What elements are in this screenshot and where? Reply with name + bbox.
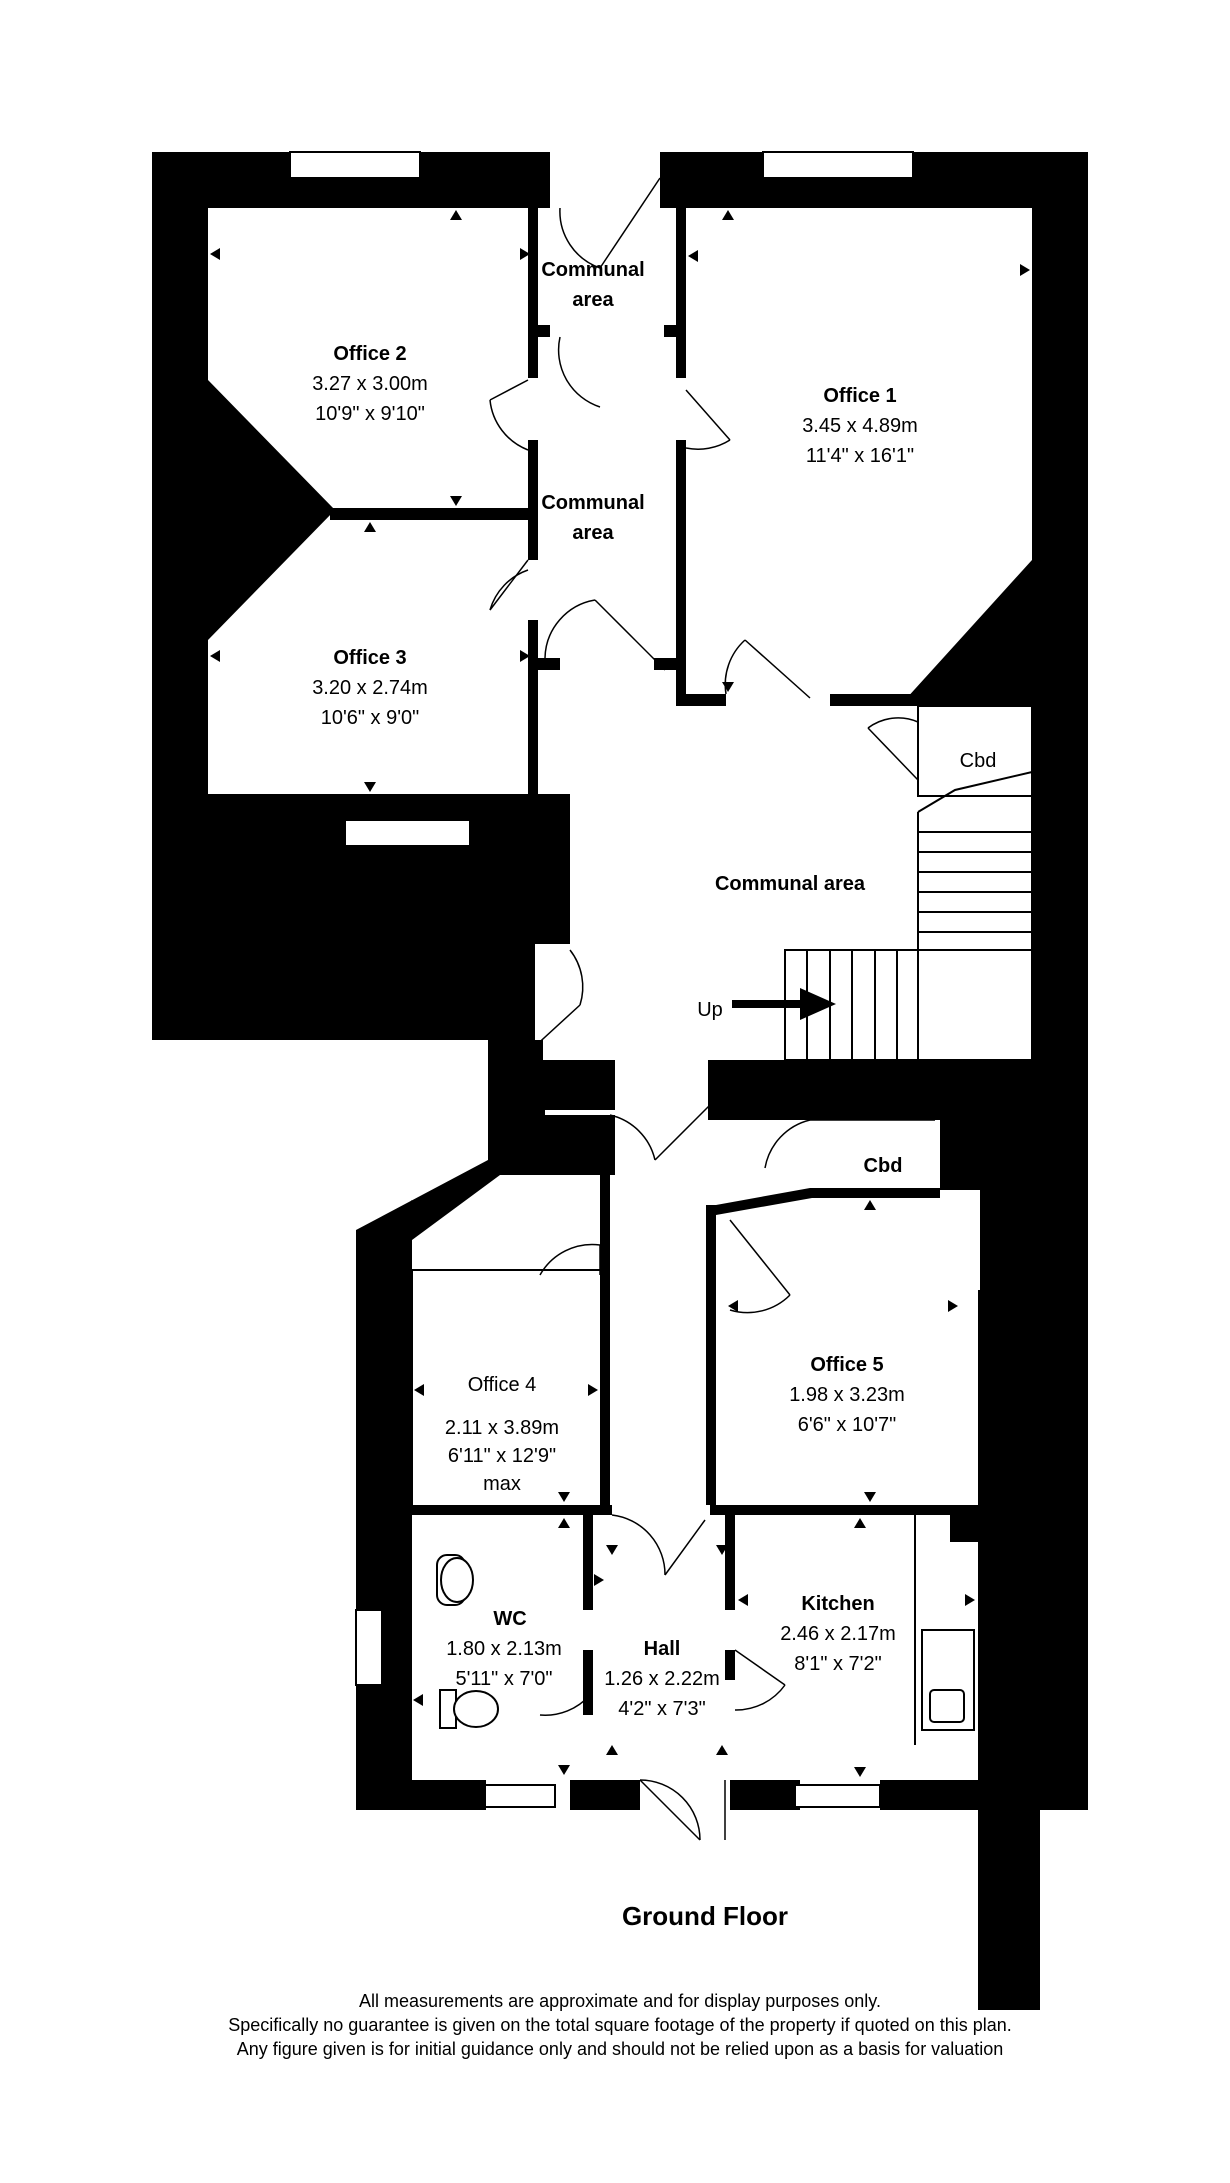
office4-note: max xyxy=(483,1473,521,1495)
upper-doors xyxy=(489,177,811,1061)
office3-imperial: 10'6" x 9'0" xyxy=(321,707,420,729)
cbd-upper: Cbd xyxy=(960,750,997,772)
office4-metric: 2.11 x 3.89m xyxy=(445,1417,559,1439)
disclaimer-line-1: All measurements are approximate and for… xyxy=(359,1991,881,2011)
stairs xyxy=(732,705,1033,1061)
wc-name: WC xyxy=(493,1608,526,1630)
communal-mid-line2: area xyxy=(572,522,614,544)
communal-top-line2: area xyxy=(572,289,614,311)
office5-imperial: 6'6" x 10'7" xyxy=(798,1414,897,1436)
lower-walls xyxy=(356,1080,1088,2010)
labels: Office 2 3.27 x 3.00m 10'9" x 9'10" Offi… xyxy=(228,259,1012,2059)
wc-metric: 1.80 x 2.13m xyxy=(446,1638,562,1660)
dimension-markers xyxy=(210,210,1030,1777)
disclaimer-line-3: Any figure given is for initial guidance… xyxy=(237,2039,1004,2059)
disclaimer-line-2: Specifically no guarantee is given on th… xyxy=(228,2015,1012,2035)
hall-name: Hall xyxy=(644,1638,681,1660)
lower-fixtures xyxy=(355,1099,975,1841)
wc-imperial: 5'11" x 7'0" xyxy=(455,1668,552,1690)
office2-metric: 3.27 x 3.00m xyxy=(312,373,428,395)
floor-title: Ground Floor xyxy=(622,1901,788,1931)
kitchen-metric: 2.46 x 2.17m xyxy=(780,1623,896,1645)
office4-imperial: 6'11" x 12'9" xyxy=(448,1445,556,1467)
office5-metric: 1.98 x 3.23m xyxy=(789,1384,905,1406)
office4-name: Office 4 xyxy=(468,1374,537,1396)
office1-imperial: 11'4" x 16'1" xyxy=(806,445,914,467)
kitchen-name: Kitchen xyxy=(801,1593,874,1615)
cbd-lower: Cbd xyxy=(864,1155,903,1177)
office3-metric: 3.20 x 2.74m xyxy=(312,677,428,699)
upper-windows xyxy=(265,151,935,847)
communal-mid-line1: Communal xyxy=(541,492,644,514)
hall-metric: 1.26 x 2.22m xyxy=(604,1668,720,1690)
upper-walls xyxy=(152,152,1088,1170)
communal-main: Communal area xyxy=(715,873,866,895)
office1-metric: 3.45 x 4.89m xyxy=(802,415,918,437)
office3-name: Office 3 xyxy=(333,647,406,669)
arrow-right-icon xyxy=(800,988,836,1020)
stairs-label: Up xyxy=(697,999,723,1021)
communal-top-line1: Communal xyxy=(541,259,644,281)
office2-imperial: 10'9" x 9'10" xyxy=(315,403,425,425)
office2-name: Office 2 xyxy=(333,343,406,365)
hall-imperial: 4'2" x 7'3" xyxy=(618,1698,705,1720)
kitchen-imperial: 8'1" x 7'2" xyxy=(794,1653,881,1675)
office1-name: Office 1 xyxy=(823,385,896,407)
office5-name: Office 5 xyxy=(810,1354,883,1376)
